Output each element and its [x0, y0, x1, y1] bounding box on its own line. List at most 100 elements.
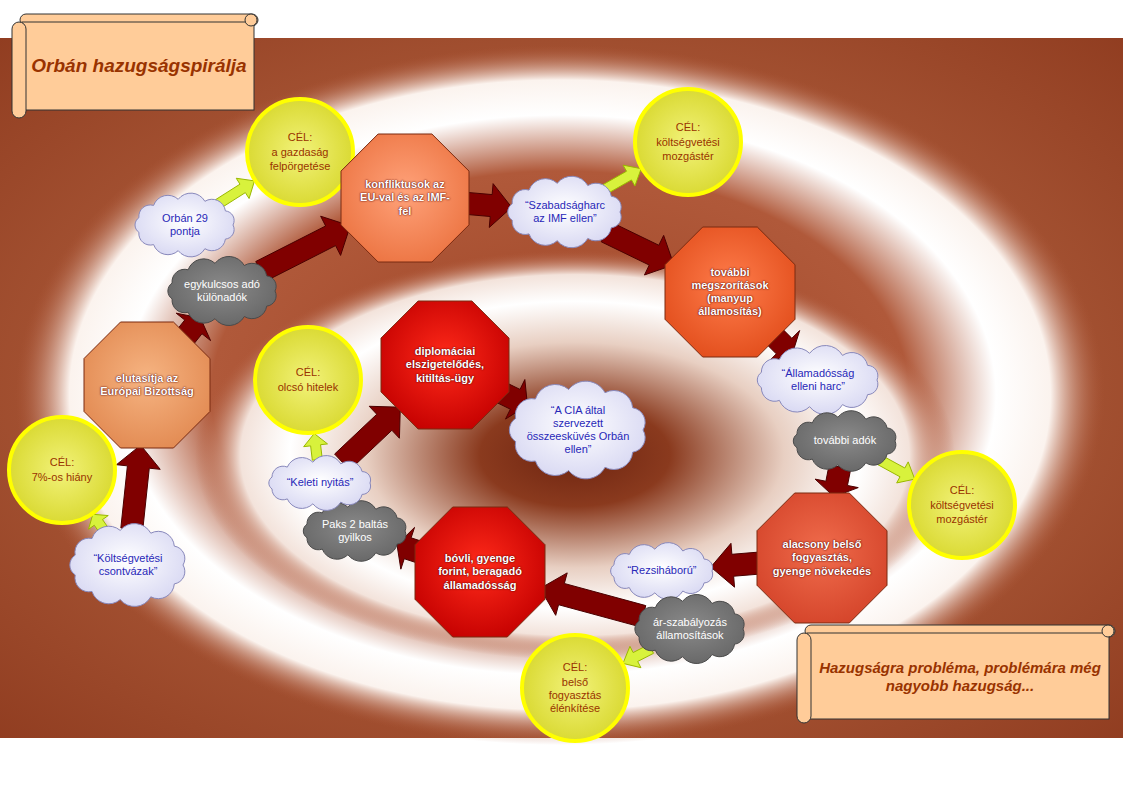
node-label: alacsony belső fogyasztás, gyenge növeke…: [773, 538, 872, 578]
cloud-outline: [757, 345, 878, 414]
circle-outline: [9, 417, 115, 523]
node-text-group: ár-szabályozás államosítások: [647, 616, 733, 642]
node-label: “Szabadságharc az IMF ellen”: [521, 199, 610, 225]
problem-octagon: diplomáciai elszigetelődés, kitiltás-ügy: [381, 301, 509, 429]
node-shape: [7, 415, 117, 525]
cloud-outline: [70, 524, 185, 607]
title-text: Orbán hazugságspirálja: [31, 55, 246, 78]
circle-outline: [255, 327, 361, 433]
goal-text: CÉL:: [22, 456, 101, 469]
node-text-group: CÉL: költségvetési mozgástér: [648, 121, 727, 163]
node-shape: [253, 325, 363, 435]
octagon-outline: [415, 507, 545, 637]
node-label: Orbán 29 pontja: [146, 212, 224, 238]
circle-outline: [522, 635, 628, 741]
goal-text: CÉL:: [260, 131, 339, 144]
goal-text: 7%-os hiány: [22, 471, 101, 484]
node-text-group: bóvli, gyenge forint, beragadó államadós…: [431, 552, 530, 592]
node-label: “Költségvetési csontvázak”: [84, 552, 173, 578]
circle-outline: [247, 99, 353, 205]
causal-arrow: [601, 222, 674, 275]
node-label: elutasítja az Európai Bizottság: [99, 372, 195, 398]
node-text-group: diplomáciai elszigetelődés, kitiltás-ügy: [396, 345, 493, 385]
node-text-group: “Költségvetési csontvázak”: [84, 552, 173, 578]
octagon-outline: [341, 134, 469, 262]
lie-cloud: “Szabadságharc az IMF ellen”: [505, 178, 625, 246]
lie-cloud: “A CIA által szervezett összeesküvés Orb…: [508, 384, 648, 476]
title-box: Orbán hazugságspirálja: [30, 24, 248, 108]
node-label: “Államadósság elleni harc”: [771, 367, 866, 393]
node-text-group: CÉL: olcsó hitelek: [268, 366, 347, 394]
goal-circle: CÉL: költségvetési mozgástér: [907, 450, 1017, 560]
node-text-group: “A CIA által szervezett összeesküvés Orb…: [526, 404, 630, 457]
goal-text: CÉL:: [535, 661, 614, 674]
measure-cloud: további adók: [790, 412, 900, 470]
node-text-group: további adók: [804, 434, 885, 447]
circle-outline: [909, 452, 1015, 558]
cloud-outline: [135, 193, 234, 257]
node-text-group: “Keleti nyitás”: [279, 476, 360, 489]
node-label: Paks 2 baltás gyilkos: [314, 518, 395, 544]
node-text-group: CÉL: 7%-os hiány: [22, 456, 101, 484]
goal-text: költségvetési mozgástér: [922, 499, 1001, 525]
caption-box: Hazugságra probléma, problémára még nagy…: [816, 636, 1104, 718]
goal-circle: CÉL: költségvetési mozgástér: [633, 87, 743, 197]
goal-circle: CÉL: olcsó hitelek: [253, 325, 363, 435]
goal-text: a gazdaság felpörgetése: [260, 146, 339, 172]
measure-cloud: egykulcsos adó különadók: [165, 258, 280, 324]
goal-circle: CÉL: 7%-os hiány: [7, 415, 117, 525]
problem-octagon: alacsony belső fogyasztás, gyenge növeke…: [757, 493, 887, 623]
problem-octagon: elutasítja az Európai Bizottság: [84, 322, 210, 448]
cloud-outline: [167, 256, 275, 325]
node-text-group: Paks 2 baltás gyilkos: [314, 518, 395, 544]
cloud-outline: [793, 411, 896, 472]
node-text-group: alacsony belső fogyasztás, gyenge növeke…: [773, 538, 872, 578]
octagon-outline: [381, 301, 509, 429]
lie-cloud: “Költségvetési csontvázak”: [68, 525, 188, 605]
caption-text: Hazugságra probléma, problémára még nagy…: [816, 659, 1104, 695]
node-text-group: CÉL: költségvetési mozgástér: [922, 484, 1001, 526]
lie-cloud: “Keleti nyitás”: [265, 457, 375, 509]
node-label: további adók: [804, 434, 885, 447]
cloud-outline: [508, 176, 621, 247]
cloud-outline: [509, 381, 645, 479]
node-label: diplomáciai elszigetelődés, kitiltás-ügy: [396, 345, 493, 385]
node-text-group: “Államadósság elleni harc”: [771, 367, 866, 393]
inner-spiral-band: [195, 250, 955, 660]
node-text-group: egykulcsos adó különadók: [179, 278, 264, 304]
goal-text: költségvetési mozgástér: [648, 136, 727, 162]
node-text-group: Orbán 29 pontja: [146, 212, 224, 238]
node-label: egykulcsos adó különadók: [179, 278, 264, 304]
node-label: bóvli, gyenge forint, beragadó államadós…: [431, 552, 530, 592]
measure-cloud: Paks 2 baltás gyilkos: [300, 502, 410, 560]
node-shape: [520, 633, 630, 743]
problem-octagon: bóvli, gyenge forint, beragadó államadós…: [415, 507, 545, 637]
node-text-group: CÉL: belső fogyasztás élénkítése: [535, 661, 614, 716]
causal-arrow: [116, 445, 160, 530]
circle-outline: [635, 89, 741, 195]
goal-text: CÉL:: [922, 484, 1001, 497]
goal-text: CÉL:: [268, 366, 347, 379]
goal-text: CÉL:: [648, 121, 727, 134]
goal-text: olcsó hitelek: [268, 381, 347, 394]
lie-cloud: Orbán 29 pontja: [132, 194, 238, 256]
octagon-outline: [757, 493, 887, 623]
measure-cloud: ár-szabályozás államosítások: [632, 596, 748, 662]
node-text-group: “Szabadságharc az IMF ellen”: [521, 199, 610, 225]
lie-cloud: “Rezsiháború”: [607, 544, 717, 598]
node-text-group: további megszorítások (manyup államosítá…: [681, 266, 780, 319]
lie-cloud: “Államadósság elleni harc”: [754, 348, 882, 412]
causal-arrow: [465, 184, 511, 228]
cloud-outline: [635, 594, 744, 663]
node-label: konfliktusok az EU-val és az IMF-fel: [356, 178, 453, 218]
cloud-outline: [269, 456, 371, 511]
octagon-outline: [84, 322, 210, 448]
goal-text: belső fogyasztás élénkítése: [535, 676, 614, 716]
goal-circle: CÉL: a gazdaság felpörgetése: [245, 97, 355, 207]
cloud-outline: [611, 543, 713, 600]
node-label: további megszorítások (manyup államosítá…: [681, 266, 780, 319]
caption-scroll: [797, 625, 1115, 723]
node-text-group: “Rezsiháború”: [621, 564, 702, 577]
goal-circle: CÉL: belső fogyasztás élénkítése: [520, 633, 630, 743]
